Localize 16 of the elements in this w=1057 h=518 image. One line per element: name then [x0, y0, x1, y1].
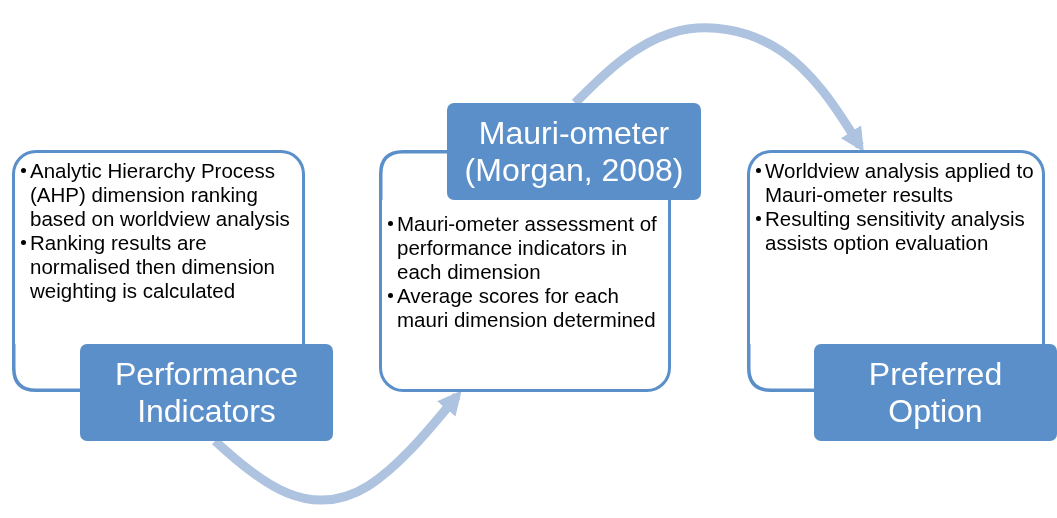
title-box	[814, 344, 1057, 441]
curved-arrow	[212, 390, 462, 505]
rounded-box	[379, 200, 671, 392]
title-box	[447, 103, 701, 200]
step-title: Performance Indicators	[113, 355, 300, 430]
rounded-box	[747, 150, 1045, 344]
bullet-text: Resulting sensitivity analysis assists option evaluation	[765, 207, 1026, 255]
title-box	[80, 344, 333, 441]
bullet-text: Average scores for each mauri dimension determined	[397, 284, 657, 332]
bullet-text: Analytic Hierarchy Process (AHP) dimension ranking based on worldview analysis	[30, 159, 291, 231]
bullet-text: Mauri-ometer assessment of performance indicators in each dimension	[397, 212, 658, 284]
rounded-box	[12, 150, 305, 344]
step-title: Preferred Option	[867, 355, 1004, 430]
step-title: Mauri-ometer (Morgan, 2008)	[463, 114, 685, 189]
bullet-text: Worldview analysis applied to Mauri-ometer results	[765, 159, 1035, 207]
bullet-text: Ranking results are normalised then dimension weighting is calculated	[30, 231, 276, 303]
